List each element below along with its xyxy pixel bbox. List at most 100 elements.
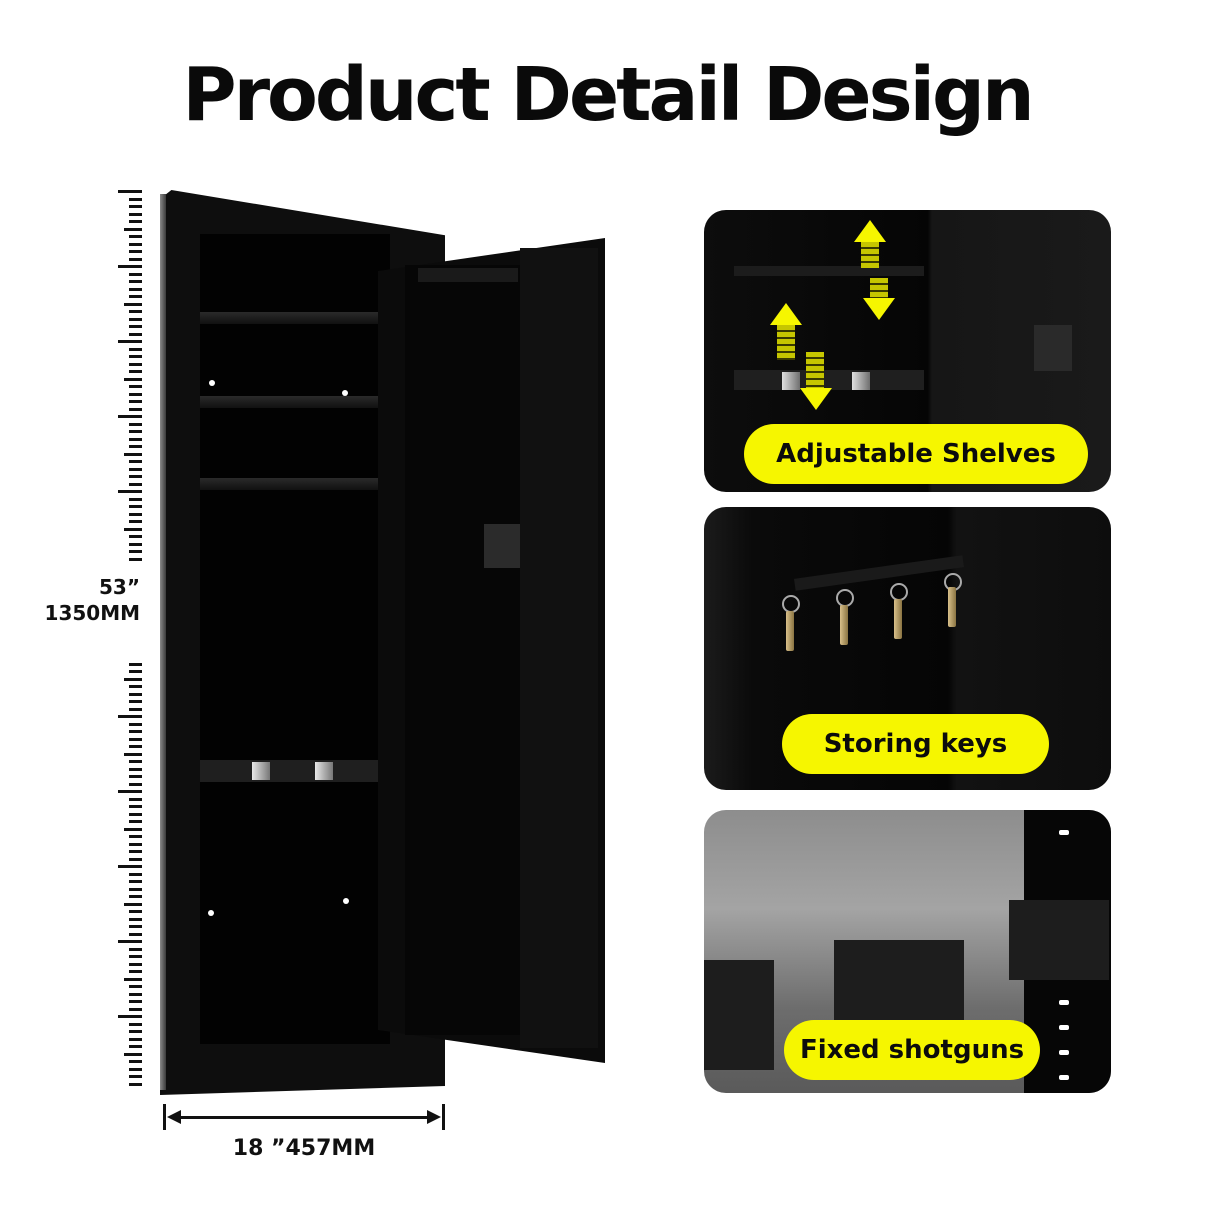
ruler-tick [129,805,142,808]
arrow-left-icon [167,1110,181,1124]
ruler-tick [118,940,142,943]
ruler-tick [124,452,142,456]
ruler-tick [124,1052,142,1056]
ruler-tick [129,1075,142,1078]
height-ruler [118,190,142,1090]
ruler-tick [129,842,142,846]
ruler-tick [129,917,142,921]
ruler-tick [129,692,142,696]
ruler-tick [129,707,142,711]
ruler-tick [118,265,142,268]
ruler-tick [124,377,142,381]
ruler-tick [129,385,142,388]
ruler-tick [124,902,142,906]
ruler-tick [129,347,142,351]
ruler-tick [118,190,142,193]
ruler-tick [118,340,142,343]
ruler-tick [118,865,142,868]
ruler-tick [129,932,142,936]
ruler-tick [129,332,142,336]
mount-hole [342,390,348,396]
ruler-tick [129,257,142,261]
ruler-tick [129,407,142,411]
ruler-tick [129,775,142,778]
ruler-tick [124,527,142,531]
ruler-tick [129,235,142,238]
rack-clip [315,762,333,780]
ruler-tick [129,242,142,246]
ruler-tick [129,460,142,463]
ruler-tick [129,437,142,441]
width-dimension-arrow [163,1104,445,1134]
ruler-tick [129,812,142,816]
ruler-tick [129,820,142,823]
ruler-tick [129,475,142,478]
ruler-tick [129,392,142,396]
ruler-tick [118,715,142,718]
ruler-tick [129,737,142,741]
ruler-tick [129,955,142,958]
ruler-tick [129,895,142,898]
ruler-tick [129,767,142,771]
ruler-tick [129,280,142,283]
ruler-tick [129,497,142,501]
shelf [734,266,924,276]
feature-label: Storing keys [782,714,1049,774]
ruler-tick [129,430,142,433]
ruler-tick [129,722,142,726]
ruler-tick [129,1030,142,1033]
height-dimension-label: 53” 1350MM [18,574,140,626]
key-hook-rail [418,268,518,282]
ruler-tick [129,797,142,801]
ruler-tick [129,287,142,291]
feature-label: Adjustable Shelves [744,424,1088,484]
ruler-tick [129,700,142,703]
ruler-tick [118,790,142,793]
ruler-tick [129,745,142,748]
ruler-tick [124,677,142,681]
ruler-tick [129,505,142,508]
width-dimension-label: 18 ”457MM [232,1136,376,1161]
ruler-tick [129,925,142,928]
feature-label: Fixed shotguns [784,1020,1040,1080]
ruler-tick [129,782,142,786]
ruler-tick [124,302,142,306]
ruler-tick [129,205,142,208]
mount-hole [208,910,214,916]
ruler-tick [124,227,142,231]
ruler-tick [129,220,142,223]
ruler-tick [129,355,142,358]
ruler-tick [129,512,142,516]
ruler-tick [129,962,142,966]
ruler-tick [124,977,142,981]
gun-rack-bar [200,760,390,782]
ruler-tick [118,490,142,493]
feature-card-storing-keys: Storing keys [704,507,1111,790]
feature-card-adjustable-shelves: Adjustable Shelves [704,210,1111,492]
ruler-tick [129,520,142,523]
ruler-tick [129,887,142,891]
shelf [200,396,390,408]
shelf [200,312,390,324]
ruler-tick [129,910,142,913]
ruler-tick [118,1015,142,1018]
mount-hole [209,380,215,386]
arrow-right-icon [427,1110,441,1124]
ruler-tick [129,1045,142,1048]
ruler-tick [124,752,142,756]
ruler-tick [129,685,142,688]
ruler-tick [129,730,142,733]
ruler-tick [129,212,142,216]
ruler-tick [129,985,142,988]
ruler-tick [129,317,142,321]
door-inner-panel [405,265,520,1035]
lock-pad [484,524,520,568]
ruler-tick [129,400,142,403]
ruler-tick [129,970,142,973]
ruler-tick [129,662,142,666]
ruler-tick [129,295,142,298]
lock-pad [1034,325,1072,371]
ruler-tick [129,325,142,328]
ruler-tick [129,1022,142,1026]
ruler-tick [129,1007,142,1011]
